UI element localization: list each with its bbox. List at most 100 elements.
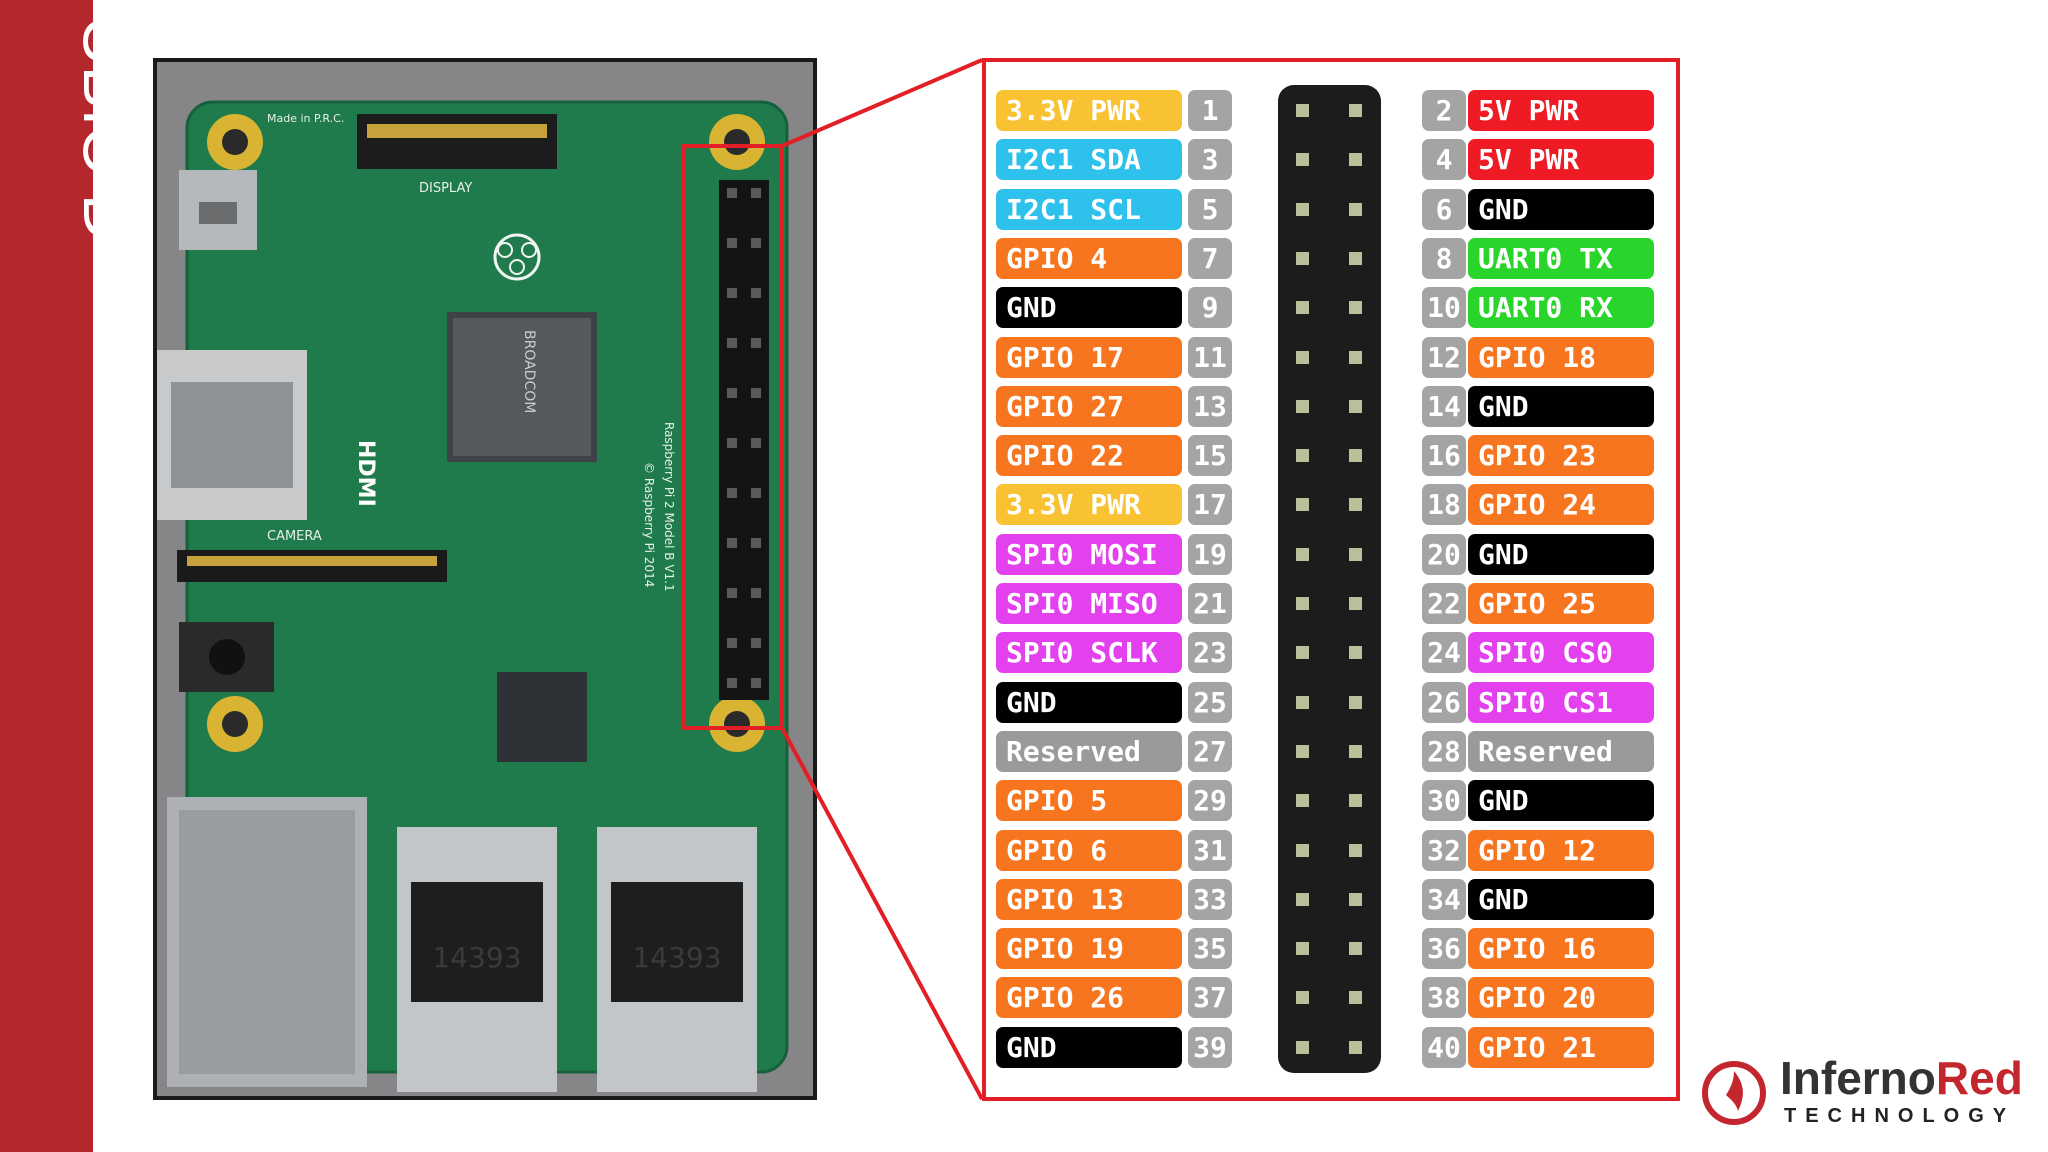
usb-code-label: 14393 [632,941,721,974]
pin-label: GPIO 17 [996,337,1182,378]
pin-label: SPI0 SCLK [996,632,1182,673]
header-pin [1349,696,1362,709]
pin-label: GPIO 20 [1468,977,1654,1018]
header-pin [1349,548,1362,561]
header-pin [1349,646,1362,659]
camera-label: CAMERA [267,529,322,544]
header-pin [1349,745,1362,758]
pin-number: 15 [1188,435,1232,476]
pin-number: 19 [1188,534,1232,575]
pin-label: GND [1468,386,1654,427]
header-pin [1296,548,1309,561]
header-pin [1349,400,1362,413]
pin-number: 18 [1422,484,1466,525]
logo-name-part1: Inferno [1780,1052,1936,1104]
pin-number: 28 [1422,731,1466,772]
pin-number: 12 [1422,337,1466,378]
header-pin [1296,153,1309,166]
pin-number: 26 [1422,682,1466,723]
pin-number: 8 [1422,238,1466,279]
pin-label: GPIO 5 [996,780,1182,821]
flame-logo-icon [1702,1061,1766,1125]
header-pin [1296,203,1309,216]
pin-label: GND [1468,189,1654,230]
board-model-label: Raspberry Pi 2 Model B V1.1 [662,422,676,592]
made-in-label: Made in P.R.C. [267,112,344,125]
pin-number: 16 [1422,435,1466,476]
pin-label: GND [996,287,1182,328]
header-pin [1349,449,1362,462]
pin-label: UART0 RX [1468,287,1654,328]
header-pin [1349,301,1362,314]
pin-label: GPIO 16 [1468,928,1654,969]
company-logo: InfernoRed TECHNOLOGY [1700,1052,2040,1135]
pin-label: GND [996,1027,1182,1068]
header-pin [1296,942,1309,955]
header-pin [1349,104,1362,117]
pin-number: 1 [1188,90,1232,131]
pin-number: 4 [1422,139,1466,180]
pin-label: GPIO 4 [996,238,1182,279]
pin-label: Reserved [996,731,1182,772]
raspberry-logo-icon [493,233,541,281]
pin-label: 3.3V PWR [996,484,1182,525]
slide-title: GPIO Demo [70,16,142,365]
mounting-hole [709,696,765,752]
header-pin [1349,597,1362,610]
pin-label: GND [1468,879,1654,920]
header-pin [1349,1041,1362,1054]
header-connector [1278,85,1381,1073]
pin-label: GPIO 13 [996,879,1182,920]
header-pin [1349,153,1362,166]
header-pin [1349,498,1362,511]
header-pin [1296,252,1309,265]
header-pin [1296,646,1309,659]
usb-code-label: 14393 [432,941,521,974]
pin-number: 31 [1188,830,1232,871]
pin-number: 40 [1422,1027,1466,1068]
header-pin [1296,696,1309,709]
pin-number: 24 [1422,632,1466,673]
hdmi-label: HDMI [353,440,378,507]
logo-name: InfernoRed [1780,1051,2023,1105]
pin-number: 35 [1188,928,1232,969]
pin-label: I2C1 SCL [996,189,1182,230]
pin-label: SPI0 MISO [996,583,1182,624]
board-copyright-label: © Raspberry Pi 2014 [642,462,656,587]
header-pin [1349,794,1362,807]
pin-label: GND [996,682,1182,723]
pin-label: GND [1468,780,1654,821]
pin-number: 14 [1422,386,1466,427]
pin-label: GPIO 12 [1468,830,1654,871]
pin-label: SPI0 MOSI [996,534,1182,575]
header-pin [1349,351,1362,364]
header-pin [1296,794,1309,807]
pin-number: 37 [1188,977,1232,1018]
logo-subtitle: TECHNOLOGY [1784,1105,2016,1127]
mounting-hole [207,696,263,752]
sidebar: GPIO Demo [0,0,142,1152]
header-pin [1296,1041,1309,1054]
pin-number: 11 [1188,337,1232,378]
header-pin [1296,745,1309,758]
pin-number: 5 [1188,189,1232,230]
mounting-hole [709,114,765,170]
pin-number: 13 [1188,386,1232,427]
header-pin [1296,104,1309,117]
pin-label: I2C1 SDA [996,139,1182,180]
pin-label: GPIO 21 [1468,1027,1654,1068]
pin-label: Reserved [1468,731,1654,772]
header-pin [1296,597,1309,610]
header-pin [1349,893,1362,906]
pin-label: GPIO 26 [996,977,1182,1018]
header-pin [1296,449,1309,462]
logo-name-part2: Red [1935,1052,2023,1104]
pin-label: 3.3V PWR [996,90,1182,131]
pin-label: GPIO 24 [1468,484,1654,525]
header-pin [1296,844,1309,857]
lan-chip [497,672,587,762]
header-pin [1296,893,1309,906]
header-pin [1349,252,1362,265]
pin-number: 17 [1188,484,1232,525]
pin-label: GND [1468,534,1654,575]
